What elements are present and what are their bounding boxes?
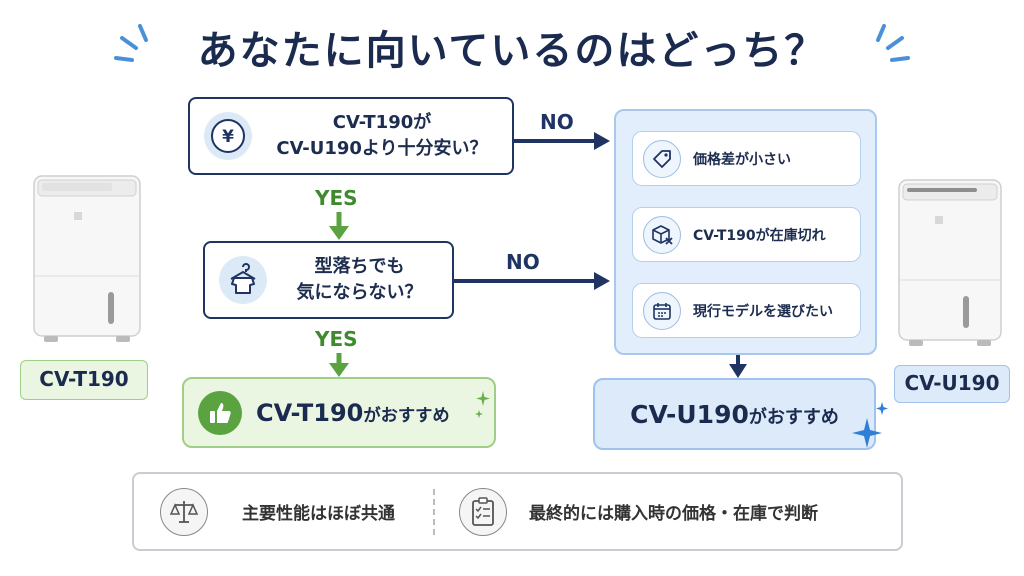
- arrow-no-1: [514, 132, 610, 150]
- question-line: CV-U190より十分安い？: [276, 138, 488, 159]
- dehumidifier-cv-u190-image: [898, 179, 1002, 346]
- result-suffix: がおすすめ: [363, 405, 450, 426]
- question-text: 型落ちでも 気にならない？: [267, 254, 452, 306]
- arrow-no-2: [454, 272, 610, 290]
- dehumidifier-cv-t190-image: [33, 175, 141, 342]
- condition-label: CV-T190が在庫切れ: [693, 227, 826, 244]
- product-label-cv-u190: CV-U190: [894, 365, 1010, 403]
- arrow-yes-1: [329, 212, 349, 240]
- flow-label-no: NO: [506, 250, 540, 274]
- calendar-icon: [643, 291, 681, 330]
- info-bar: 主要性能はほぼ共通 最終的には購入時の価格・在庫で判断: [132, 472, 903, 551]
- question-line: CV-T190が: [332, 112, 432, 133]
- svg-text:¥: ¥: [222, 127, 234, 147]
- condition-label: 現行モデルを選びたい: [693, 303, 833, 320]
- sparkle-icon: [852, 402, 888, 448]
- condition-item: 現行モデルを選びたい: [632, 283, 861, 338]
- thumbs-up-icon: [198, 390, 242, 435]
- price-tag-icon: [643, 139, 681, 178]
- sparkle-lines-icon: [876, 24, 910, 62]
- question-box-older-model: 型落ちでも 気にならない？: [203, 241, 454, 319]
- result-text: CV-U190がおすすめ: [630, 400, 839, 429]
- flow-label-yes: YES: [315, 327, 358, 351]
- out-of-stock-box-icon: [643, 215, 681, 254]
- balance-scale-icon: [160, 487, 208, 536]
- sparkle-icon: [475, 391, 490, 418]
- page-title: あなたに向いているのはどっち？: [197, 28, 827, 74]
- question-box-price: ¥ CV-T190が CV-U190より十分安い？: [188, 97, 514, 175]
- result-box-cv-t190: CV-T190がおすすめ: [182, 377, 496, 448]
- question-line: 型落ちでも: [314, 256, 405, 277]
- result-text: CV-T190がおすすめ: [256, 399, 450, 427]
- condition-item: 価格差が小さい: [632, 131, 861, 186]
- info-text-decision: 最終的には購入時の価格・在庫で判断: [529, 504, 818, 524]
- clipboard-checklist-icon: [459, 487, 507, 536]
- info-text-performance: 主要性能はほぼ共通: [242, 504, 395, 524]
- shirt-hanger-icon: [219, 256, 267, 304]
- flow-label-no: NO: [540, 110, 574, 134]
- conditions-panel: 価格差が小さい CV-T190が在庫切れ 現行モデルを選びたい: [614, 109, 877, 355]
- product-label-cv-t190: CV-T190: [20, 360, 148, 400]
- result-model: CV-U190: [630, 399, 749, 429]
- yen-icon: ¥: [204, 112, 252, 160]
- question-line: 気にならない？: [296, 282, 423, 303]
- result-box-cv-u190: CV-U190がおすすめ: [593, 378, 876, 450]
- condition-item: CV-T190が在庫切れ: [632, 207, 861, 262]
- sparkle-lines-icon: [114, 24, 148, 62]
- condition-label: 価格差が小さい: [693, 151, 791, 168]
- flow-label-yes: YES: [315, 186, 358, 210]
- question-text: CV-T190が CV-U190より十分安い？: [252, 110, 512, 162]
- info-divider: [433, 488, 435, 535]
- result-suffix: がおすすめ: [748, 406, 839, 428]
- result-model: CV-T190: [256, 398, 364, 427]
- arrow-yes-2: [329, 353, 349, 377]
